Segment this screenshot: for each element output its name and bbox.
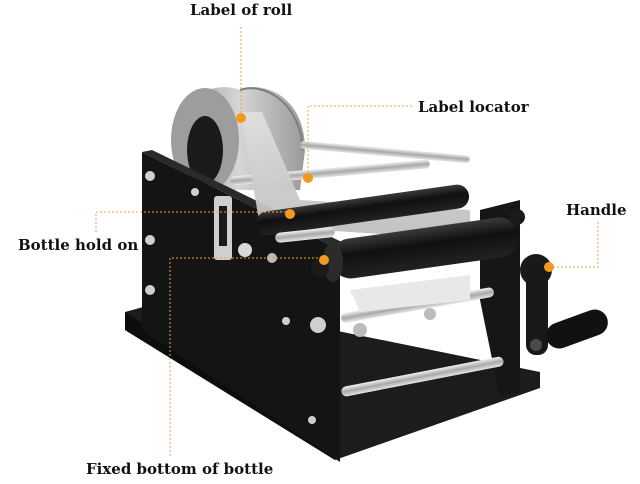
callout-lines bbox=[95, 27, 599, 456]
dot-label-of-roll bbox=[236, 113, 246, 123]
crank-handle bbox=[509, 209, 608, 355]
left-side-plate bbox=[142, 150, 350, 462]
dot-bottle-hold-on bbox=[285, 209, 295, 219]
handle-caption: Handle bbox=[566, 201, 627, 219]
leader-bottle-hold-on bbox=[95, 211, 290, 232]
label-of-roll-caption: Label of roll bbox=[190, 1, 293, 19]
dot-handle bbox=[544, 262, 554, 272]
label-roll bbox=[171, 87, 305, 192]
callout-dots bbox=[236, 113, 554, 272]
dot-fixed-bottom bbox=[319, 255, 329, 265]
label-locator-caption: Label locator bbox=[418, 98, 529, 116]
dot-label-locator bbox=[303, 173, 313, 183]
leader-fixed-bottom bbox=[169, 257, 324, 456]
bottle-hold-on-caption: Bottle hold on bbox=[18, 236, 139, 254]
leader-label-locator bbox=[307, 105, 412, 176]
fixed-bottom-caption: Fixed bottom of bottle bbox=[86, 460, 274, 478]
leader-handle bbox=[549, 220, 599, 268]
